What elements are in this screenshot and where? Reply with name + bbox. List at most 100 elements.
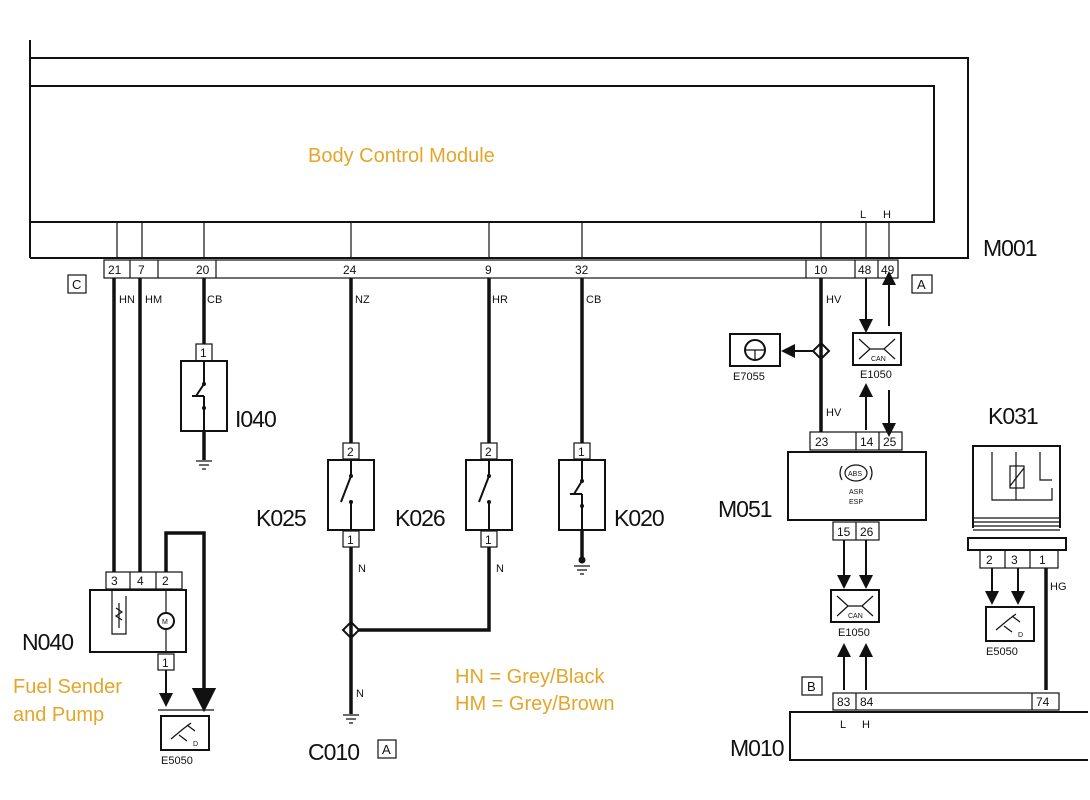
fuel-note-line-2: and Pump	[13, 704, 104, 726]
fuel-note-line-1: Fuel Sender	[13, 676, 122, 698]
can-arrows-m010	[837, 643, 873, 690]
e7055-steering-sensor: E7055	[729, 333, 781, 383]
n040-fuel-sender: 3 4 2 M 1 N040	[22, 531, 217, 713]
legend-line-2: HM = Grey/Brown	[455, 693, 614, 715]
wire-label-n-3: N	[356, 688, 364, 700]
body-control-module: Body Control Module M001 L H	[29, 40, 1038, 261]
e7055-label: E7055	[733, 371, 765, 383]
m051-pin-15: 15	[837, 525, 851, 539]
e1050-top-label: E1050	[860, 369, 892, 381]
i040-switch: CB 1 I040	[180, 278, 277, 470]
pin-32: 32	[575, 263, 589, 277]
can-arrows-top	[859, 271, 896, 333]
m051-pin-14: 14	[860, 435, 874, 449]
e1050-bottom-can-tag: CAN	[848, 613, 863, 620]
wire-hn-hm: HN HM	[112, 278, 162, 572]
pin-10: 10	[814, 263, 828, 277]
wire-color-legend: HN = Grey/Black HM = Grey/Brown	[455, 666, 614, 715]
m010-pin-74: 74	[1036, 695, 1050, 709]
pin-24: 24	[343, 263, 357, 277]
m001-label: M001	[983, 235, 1037, 261]
i040-label: I040	[235, 406, 276, 432]
m051-abs-module: 23 14 25 ABS ASR ESP M051 15 26	[718, 431, 927, 541]
c010-connector-label: A	[382, 742, 391, 757]
k026-switch: HR 2 1 K026 N	[358, 278, 513, 632]
m010-pin-l-label: L	[840, 719, 846, 731]
wire-label-n-1: N	[358, 563, 366, 575]
k025-label: K025	[256, 505, 306, 531]
m051-line-1: ASR	[849, 489, 863, 496]
wire-label-cb-2: CB	[586, 294, 601, 306]
pin-48: 48	[858, 263, 872, 277]
k031-label: K031	[988, 403, 1038, 429]
m051-pin-23: 23	[815, 435, 829, 449]
hv-line: HV HV	[781, 278, 842, 432]
n040-pin-3: 3	[111, 574, 118, 588]
legend-line-1: HN = Grey/Black	[455, 666, 605, 688]
m051-pin-25: 25	[883, 435, 897, 449]
wire-label-hg: HG	[1050, 581, 1067, 593]
k020-label: K020	[614, 505, 664, 531]
e1050-can-bus-top: CAN E1050	[852, 332, 902, 381]
k031-pin-3: 3	[1011, 553, 1018, 567]
m001-pin-l-label: L	[860, 209, 866, 221]
k025-switch: NZ 2 1 K025 N	[256, 278, 375, 714]
can-arrows-lower	[837, 540, 873, 589]
m010-pin-84: 84	[860, 695, 874, 709]
e5050-left-label: E5050	[161, 755, 193, 767]
pin-49: 49	[881, 263, 895, 277]
e1050-can-bus-bottom: CAN E1050	[830, 589, 880, 639]
k026-pin-2: 2	[485, 445, 492, 459]
wire-label-hv-1: HV	[826, 294, 842, 306]
pin-9: 9	[485, 263, 492, 277]
e1050-bottom-label: E1050	[838, 627, 870, 639]
k025-pin-1: 1	[347, 533, 354, 547]
c010-ground: N C010 A	[308, 620, 397, 765]
m051-label: M051	[718, 496, 772, 522]
k026-label: K026	[395, 505, 445, 531]
m001-pin-h-label: H	[883, 209, 891, 221]
c010-label: C010	[308, 739, 359, 765]
m010-pin-83: 83	[837, 695, 851, 709]
e5050-left-tag: D	[193, 741, 198, 748]
k025-pin-2: 2	[347, 445, 354, 459]
m010-module: B 83 84 74 L H M010	[730, 676, 1088, 761]
wire-label-hv-2: HV	[826, 407, 842, 419]
m010-connector-label: B	[807, 679, 816, 694]
m010-pin-h-label: H	[862, 719, 870, 731]
e5050-right-label: E5050	[986, 646, 1018, 658]
k031-relay: K031 2 3 1 HG	[967, 403, 1067, 690]
k020-switch: CB 1 K020	[558, 278, 665, 575]
n040-pin-4: 4	[137, 574, 144, 588]
pin-20: 20	[196, 263, 210, 277]
k026-pin-1: 1	[485, 533, 492, 547]
e1050-top-can-tag: CAN	[871, 356, 886, 363]
wire-label-hr: HR	[492, 294, 508, 306]
n040-label: N040	[22, 629, 73, 655]
wire-label-cb-1: CB	[207, 294, 222, 306]
wire-label-hm: HM	[145, 294, 162, 306]
m051-line-2: ESP	[849, 499, 863, 506]
m001-connector-strip: C A 21 7 20 24 9 32 10 48 49	[67, 259, 933, 294]
n040-pin-2: 2	[162, 574, 169, 588]
wire-label-n-2: N	[496, 563, 504, 575]
wire-label-hn: HN	[119, 294, 135, 306]
m051-badge: ABS	[848, 471, 862, 478]
m051-pin-26: 26	[860, 525, 874, 539]
m010-label: M010	[730, 735, 784, 761]
n040-motor-symbol: M	[162, 619, 168, 626]
module-title: Body Control Module	[308, 145, 495, 167]
connector-a-label: A	[917, 277, 926, 292]
e5050-diagnostic-left: D E5050	[158, 709, 214, 767]
k031-pin-1: 1	[1039, 553, 1046, 567]
k031-pin-2: 2	[986, 553, 993, 567]
i040-pin-1: 1	[200, 346, 207, 360]
pin-7: 7	[138, 263, 145, 277]
e5050-diagnostic-right: D E5050	[985, 606, 1035, 658]
wire-label-nz: NZ	[355, 294, 370, 306]
can-arrows-mid	[859, 383, 896, 437]
connector-c-label: C	[72, 277, 81, 292]
n040-pin-1: 1	[162, 656, 169, 670]
pin-21: 21	[108, 263, 122, 277]
